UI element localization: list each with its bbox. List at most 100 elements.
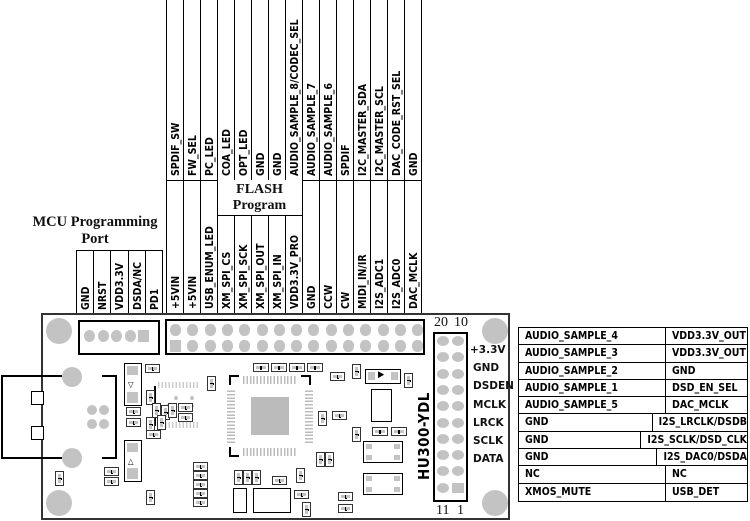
header-pad — [437, 401, 449, 412]
smd-passive — [146, 430, 161, 439]
lower-pin-label: DAC_MCLK — [408, 252, 420, 309]
pin-table-row: GND I2S_SCLK/DSD_CLK — [519, 431, 747, 450]
header-pad — [308, 340, 320, 352]
header-pad — [452, 401, 464, 412]
upper-pin-cell: I2C_MASTER_SDA — [353, 0, 370, 180]
pin-table-left-signal: GND — [519, 431, 642, 449]
lower-pin-cell: USB_ENUM_LED — [200, 180, 217, 313]
usb-shield-pad — [62, 448, 82, 468]
header-pad — [437, 450, 449, 461]
side-pin-header — [433, 332, 468, 502]
header-pad — [437, 384, 449, 395]
top-header-pads — [168, 322, 424, 352]
smd-passive — [178, 413, 193, 422]
mcu-port-title-line2: Port — [81, 231, 109, 247]
mcu-pin-label: NRST — [97, 281, 110, 310]
header-pad — [291, 324, 303, 336]
smd-passive — [352, 427, 361, 442]
lower-pin-cell: GND — [302, 180, 319, 313]
diode: ▽ — [124, 363, 142, 406]
pin-table-left-signal: AUDIO_SAMPLE_4 — [519, 328, 666, 345]
pin-table-left-signal: AUDIO_SAMPLE_1 — [519, 379, 666, 397]
smd-passive — [404, 373, 413, 388]
smd-passive — [193, 471, 208, 480]
oscillator — [363, 441, 403, 463]
smd-passive — [289, 363, 305, 372]
smd-passive — [104, 477, 119, 486]
smd-passive — [126, 418, 141, 427]
upper-pin-label: SPDIF_SW — [170, 122, 182, 176]
header-pad — [343, 324, 354, 336]
smd-passive — [338, 504, 353, 513]
header-pad — [84, 330, 95, 342]
header-pad — [187, 324, 199, 336]
lower-pin-label: XM_SPI_CS — [221, 251, 233, 309]
lower-pin-label: VDD3.3V_PRO — [289, 235, 301, 309]
upper-pin-cell: FW_SEL — [183, 0, 200, 180]
smd-passive — [243, 470, 252, 485]
header-pad — [377, 324, 389, 336]
lower-pin-label: GND — [306, 285, 318, 309]
lower-pin-cell: XM_SPI_OUT — [251, 180, 268, 313]
header-pad — [124, 330, 136, 342]
upper-pin-cell: AUDIO_SAMPLE_6 — [319, 0, 336, 180]
upper-pin-cell: PC_LED — [200, 0, 217, 180]
upper-pin-cell: GND — [268, 0, 285, 180]
smd-passive — [272, 476, 287, 485]
lower-pin-cell: XM_SPI_SCK — [234, 180, 251, 313]
upper-pin-label: GND — [408, 152, 420, 176]
smd-passive — [296, 468, 305, 483]
side-header-pin-label: +3.3V — [470, 344, 506, 356]
mcu-programming-header — [78, 320, 160, 355]
pin-table-right-signal: DSD_EN_SEL — [672, 381, 738, 394]
pin-table-right-signal: DAC_MCLK — [672, 399, 729, 412]
flash-title-line2: Program — [232, 198, 287, 213]
header-pad — [360, 340, 372, 352]
mcu-pin-label: DSDA/NC — [131, 261, 144, 310]
lower-pin-cell: DAC_MCLK — [404, 180, 421, 313]
smd-passive — [332, 411, 347, 420]
pin-table-left-signal: GND — [519, 449, 658, 466]
board-name-text: HU300-YDL — [415, 392, 433, 480]
lower-pin-label: I2S_ADC0 — [391, 258, 403, 309]
lower-pin-label: MIDI_IN/IR — [357, 254, 369, 309]
header-pad — [111, 330, 122, 342]
usb-shield-pad — [62, 367, 82, 387]
mcu-pin-cell: GND — [76, 251, 93, 314]
mcu-port-title-line1: MCU Programming — [32, 214, 158, 230]
crystal — [371, 389, 392, 422]
upper-pin-label: DAC_CODE_RST_SEL — [391, 70, 403, 176]
lower-pin-cell: I2S_ADC0 — [387, 180, 404, 313]
diode: △ — [124, 440, 142, 482]
header-pad — [221, 324, 233, 336]
pin-table-right-signal: I2S_DAC0/DSDA — [663, 451, 747, 464]
lower-pin-cell: VDD3.3V_PRO — [285, 180, 302, 313]
upper-pin-label: GND — [272, 152, 284, 176]
smd-passive — [234, 470, 243, 485]
lower-pin-label: +5VIN — [170, 275, 182, 309]
mounting-hole — [46, 318, 72, 344]
lower-pin-label: I2S_ADC1 — [374, 258, 386, 309]
header-pad — [452, 450, 464, 461]
upper-pin-cell: DAC_CODE_RST_SEL — [387, 0, 404, 180]
pin-table-left-signal: NC — [519, 466, 666, 483]
smd-passive — [352, 364, 361, 379]
smd-passive — [330, 372, 345, 381]
oscillator — [363, 473, 403, 495]
side-header-pin-label: DSDEN — [473, 380, 514, 393]
pin-table-right-signal: I2S_SCLK/DSD_CLK — [647, 433, 747, 446]
upper-pin-cell: OPT_LED — [234, 0, 251, 180]
smd-passive — [193, 462, 208, 471]
upper-pin-label: OPT_LED — [238, 129, 250, 176]
smd-passive — [146, 490, 155, 505]
smd-passive — [152, 403, 161, 418]
header-pad — [452, 466, 464, 477]
